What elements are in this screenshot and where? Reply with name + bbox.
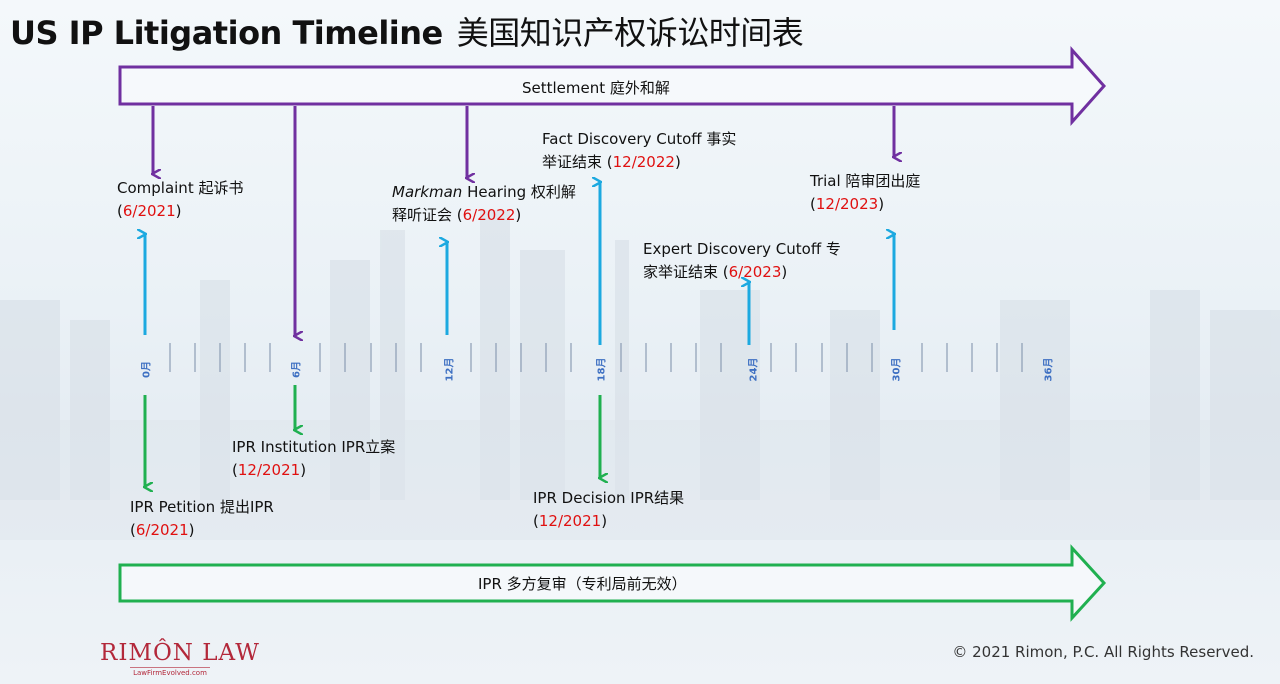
event-fact-text1: Fact Discovery Cutoff 事实	[542, 130, 737, 148]
axis-label-0: 0月	[141, 361, 153, 378]
event-expert-date: 6/2023	[728, 263, 782, 281]
event-ipr-institution-date: 12/2021	[237, 461, 301, 479]
event-ipr-institution-date-line: (12/2021)	[232, 461, 307, 479]
event-fact-date: 12/2022	[612, 153, 675, 171]
event-expert-text1: Expert Discovery Cutoff 专	[643, 240, 841, 258]
event-markman-text2: 释听证会 (	[392, 206, 463, 224]
axis-label-36: 36月	[1043, 357, 1055, 382]
event-ipr-decision-date: 12/2021	[538, 512, 602, 530]
settlement-label: Settlement 庭外和解	[522, 79, 670, 97]
event-markman-text1: Hearing 权利解	[462, 183, 576, 201]
rimon-law-logo: RIMÔN LAW LawFirmEvolved.com	[100, 640, 260, 677]
event-markman-close: )	[515, 206, 522, 224]
event-expert-line2: 家举证结束 (6/2023)	[643, 261, 841, 284]
event-ipr-petition: IPR Petition 提出IPR (6/2021)	[130, 496, 274, 542]
axis-label-24: 24月	[748, 357, 760, 382]
event-trial-text: Trial 陪审团出庭	[810, 172, 921, 190]
event-ipr-decision-text: IPR Decision IPR结果	[533, 489, 685, 507]
event-trial-date-line: (12/2023)	[810, 195, 885, 213]
event-complaint: Complaint 起诉书 (6/2021)	[117, 177, 243, 223]
page-title: US IP Litigation Timeline 美国知识产权诉讼时间表	[10, 8, 804, 54]
event-fact-discovery: Fact Discovery Cutoff 事实 举证结束 (12/2022)	[542, 128, 736, 174]
event-trial-date: 12/2023	[815, 195, 879, 213]
event-fact-close: )	[674, 153, 681, 171]
event-fact-line2: 举证结束 (12/2022)	[542, 151, 736, 174]
event-ipr-decision-date-line: (12/2021)	[533, 512, 608, 530]
event-complaint-date-line: (6/2021)	[117, 202, 182, 220]
logo-tagline: LawFirmEvolved.com	[130, 667, 210, 677]
title-english: US IP Litigation Timeline	[10, 14, 443, 52]
logo-wordmark: RIMÔN LAW	[100, 640, 260, 666]
event-markman-italic: Markman	[392, 183, 463, 201]
axis-label-30: 30月	[891, 357, 903, 382]
axis-label-12: 12月	[444, 357, 456, 382]
event-ipr-petition-date-line: (6/2021)	[130, 521, 195, 539]
settlement-band-arrow	[118, 46, 1107, 126]
event-ipr-petition-date: 6/2021	[135, 521, 189, 539]
event-markman-date: 6/2022	[462, 206, 516, 224]
copyright-notice: © 2021 Rimon, P.C. All Rights Reserved.	[952, 643, 1254, 661]
event-expert-discovery: Expert Discovery Cutoff 专 家举证结束 (6/2023)	[643, 238, 841, 284]
skyline-background	[0, 210, 1280, 540]
axis-ticks	[169, 343, 1023, 372]
event-trial: Trial 陪审团出庭 (12/2023)	[810, 170, 920, 216]
event-expert-close: )	[781, 263, 788, 281]
ipr-band-label: IPR 多方复审（专利局前无效）	[478, 575, 687, 593]
event-markman: Markman Hearing 权利解 释听证会 (6/2022)	[392, 181, 576, 227]
event-complaint-text: Complaint 起诉书	[117, 179, 244, 197]
event-markman-line2: 释听证会 (6/2022)	[392, 204, 576, 227]
event-complaint-date: 6/2021	[122, 202, 176, 220]
event-markman-line1: Markman Hearing 权利解	[392, 181, 576, 204]
event-ipr-institution: IPR Institution IPR立案 (12/2021)	[232, 436, 395, 482]
event-fact-text2: 举证结束 (	[542, 153, 613, 171]
axis-label-18: 18月	[596, 357, 608, 382]
event-ipr-institution-text: IPR Institution IPR立案	[232, 438, 396, 456]
title-chinese: 美国知识产权诉讼时间表	[456, 14, 804, 52]
event-ipr-petition-text: IPR Petition 提出IPR	[130, 498, 274, 516]
axis-label-6: 6月	[291, 361, 303, 378]
event-expert-text2: 家举证结束 (	[643, 263, 729, 281]
ipr-band-arrow	[118, 544, 1107, 622]
event-ipr-decision: IPR Decision IPR结果 (12/2021)	[533, 487, 684, 533]
